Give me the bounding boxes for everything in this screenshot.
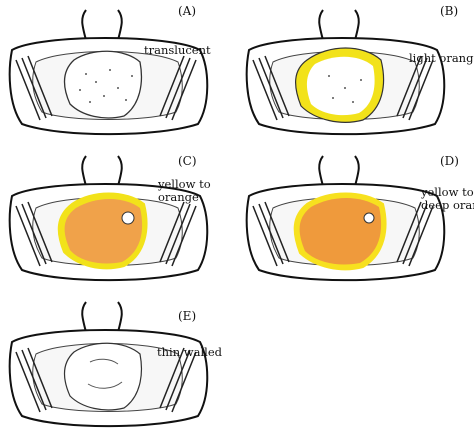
antennae (318, 155, 360, 187)
antennae (81, 301, 123, 333)
annotation-e: thin walled (157, 346, 222, 359)
insect-thorax-drawing-b (245, 9, 446, 136)
annotation-b-line-1: light orange (409, 51, 474, 65)
annotation-a: translucent (144, 44, 211, 57)
panel-letter-d: (D) (440, 154, 459, 168)
annotation-b: light orange (409, 52, 474, 65)
left-wing-lines (15, 201, 53, 267)
panel-c: (C) yellow (0, 146, 237, 292)
antennae (81, 155, 123, 187)
panel-letter-a: (A) (178, 4, 197, 18)
left-wing-lines (252, 55, 290, 121)
right-wing-lines (396, 201, 434, 267)
right-wing-lines (159, 55, 197, 121)
panel-letter-c: (C) (178, 154, 197, 168)
annotation-c: yellow to orange (158, 178, 211, 204)
panel-letter-e: (E) (178, 309, 197, 323)
right-wing-lines (159, 201, 197, 267)
insect-thorax-drawing-c (8, 155, 209, 282)
insect-thorax-drawing-a (8, 9, 209, 136)
annotation-c-line-1: yellow to (158, 177, 211, 191)
right-wing-lines (396, 55, 434, 121)
annotation-c-line-2: orange (158, 190, 199, 204)
left-wing-lines (15, 347, 53, 413)
panel-e: (E) thin w (0, 292, 237, 438)
panel-a: (A) (0, 0, 237, 146)
annotation-d-line-1: yellow to (421, 185, 474, 199)
annotation-d: yellow to deep orange (421, 186, 474, 212)
orange-ovaries (57, 192, 148, 270)
ovaries-with-yellow-rim (295, 47, 385, 123)
panel-letter-b: (B) (440, 4, 459, 18)
stippled-ovaries (63, 50, 143, 119)
right-wing-lines (159, 347, 197, 413)
thin-walled-ovaries (63, 342, 143, 411)
antennae (318, 9, 360, 41)
annotation-a-line-1: translucent (144, 43, 211, 57)
deep-orange-ovaries (293, 192, 387, 271)
left-wing-lines (15, 55, 53, 121)
left-wing-lines (252, 201, 290, 267)
panel-b: (B) (237, 0, 474, 146)
insect-thorax-drawing-d (245, 155, 446, 282)
panel-d: (D) yellow (237, 146, 474, 292)
annotation-e-line-1: thin walled (157, 345, 222, 359)
insect-thorax-drawing-e (8, 301, 209, 428)
antennae (81, 9, 123, 41)
annotation-d-line-2: deep orange (421, 198, 474, 212)
